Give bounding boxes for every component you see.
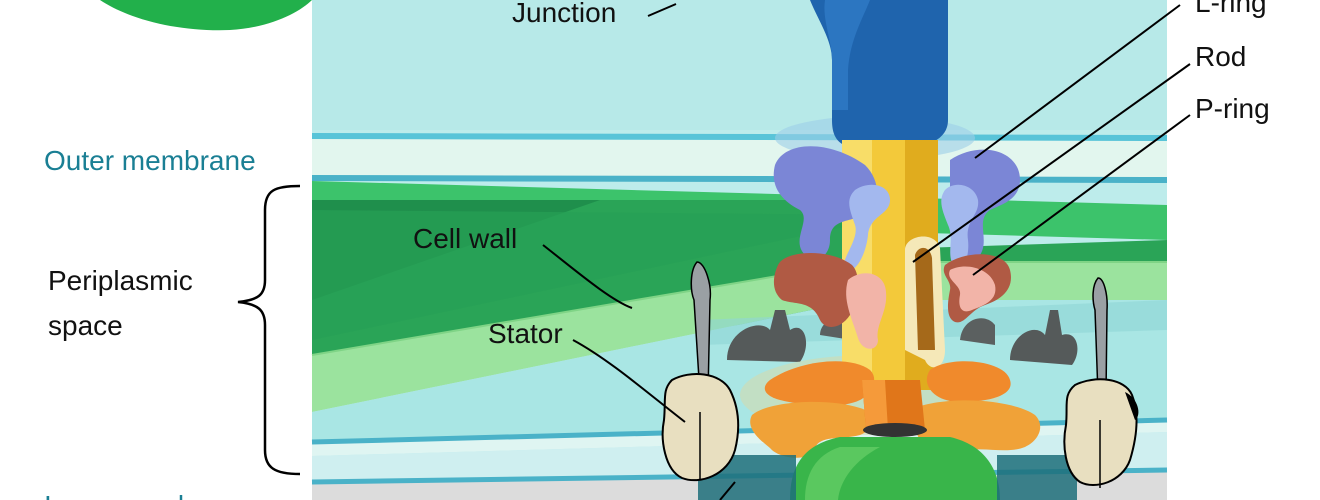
stator-leader [572, 339, 686, 423]
c-ring-rotor [698, 437, 1077, 500]
stator-right [1063, 277, 1139, 488]
inner-membrane-leader [719, 481, 736, 500]
label-cell-wall: Cell wall [413, 223, 517, 254]
p-ring-leader [972, 114, 1191, 276]
l-ring [773, 146, 1020, 271]
label-l-ring: L-ring [1195, 0, 1267, 18]
label-p-ring: P-ring [1195, 93, 1270, 124]
ms-ring [750, 361, 1041, 458]
rod-leader [912, 63, 1191, 263]
label-periplasmic-2: space [48, 310, 123, 341]
l-ring-leader [974, 4, 1181, 159]
flagellar-filament-blob [100, 0, 312, 31]
stator-left [661, 261, 740, 482]
label-inner-membrane: Inner membrane [44, 490, 249, 500]
periplasm-brace [237, 184, 301, 476]
junction-leader [647, 3, 677, 17]
label-outer-membrane: Outer membrane [44, 145, 256, 176]
label-rod: Rod [1195, 41, 1246, 72]
label-junction: Junction [512, 0, 616, 28]
label-stator: Stator [488, 318, 563, 349]
hook [810, 0, 948, 150]
p-ring [773, 252, 1011, 349]
leader-lines [542, 3, 1191, 500]
cell-wall-leader [542, 244, 633, 309]
outer-membrane-band [312, 136, 1167, 180]
label-periplasmic-1: Periplasmic [48, 265, 193, 296]
